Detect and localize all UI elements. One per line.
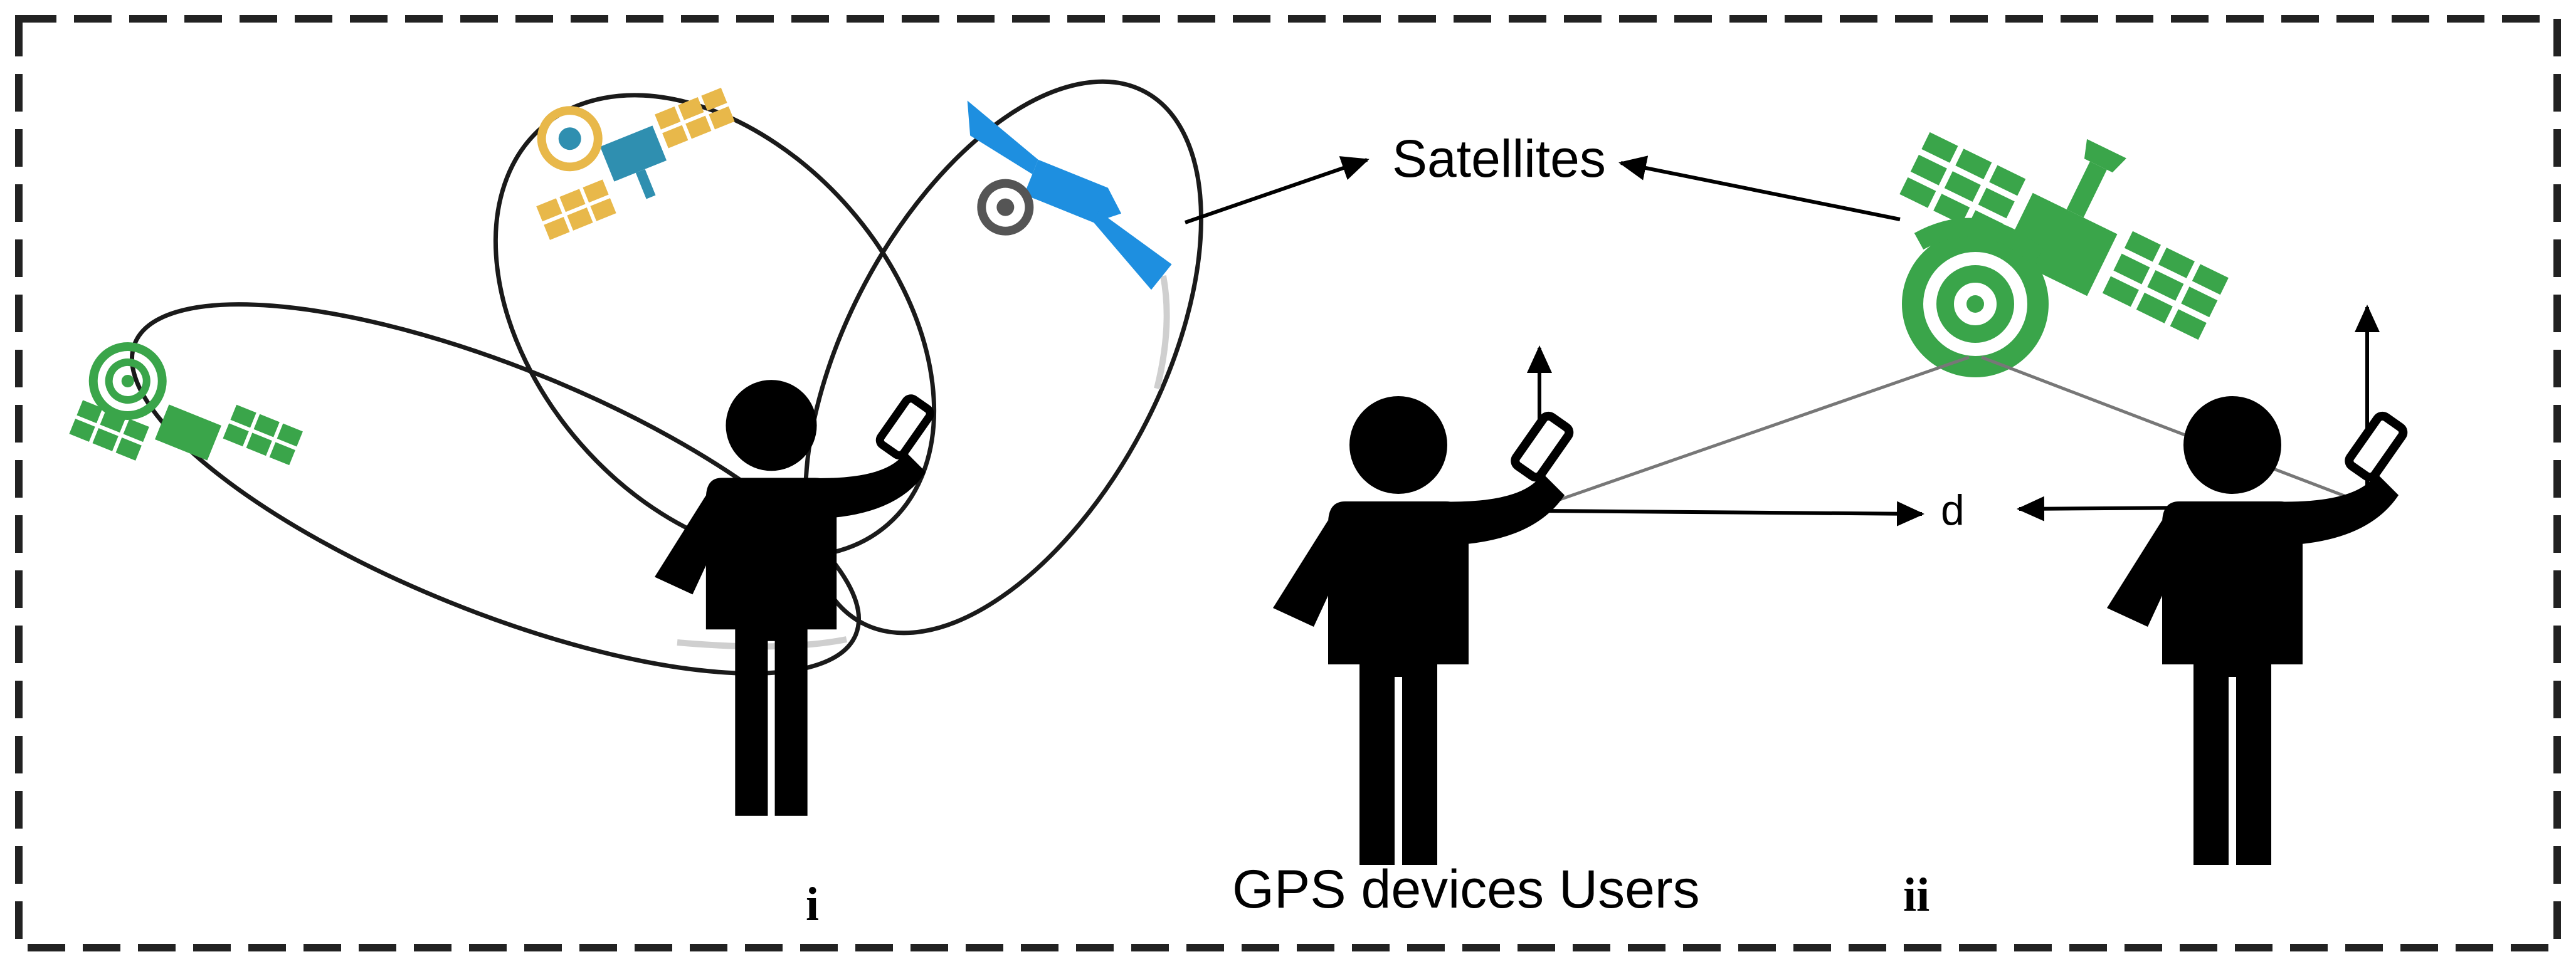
orbit-highlights [677, 275, 1170, 650]
arrow-icon [1542, 501, 1924, 526]
distance-label: d [1941, 486, 1965, 534]
satellites-label: Satellites [1392, 129, 1606, 188]
dish-icon [1902, 217, 2049, 377]
person-icon [1273, 396, 1571, 865]
signal-line [1981, 355, 2368, 506]
satellite-icon [69, 342, 303, 466]
signal-line [1536, 355, 1970, 510]
satellite-icon [967, 100, 1172, 290]
dashed-frame [15, 15, 2561, 951]
users-label: GPS devices Users [1232, 859, 1700, 919]
panel-i-label: i [806, 878, 820, 931]
panel-ii-label: ii [1903, 869, 1930, 921]
orbit-right [803, 79, 1203, 636]
satellite-icon [1899, 132, 2229, 340]
arrow-icon [1618, 155, 1901, 221]
orbits [130, 79, 1203, 676]
person-icon [2107, 396, 2405, 865]
person-icon [655, 380, 932, 816]
arrow-icon [1185, 156, 1370, 224]
satellite-icon [536, 87, 735, 240]
